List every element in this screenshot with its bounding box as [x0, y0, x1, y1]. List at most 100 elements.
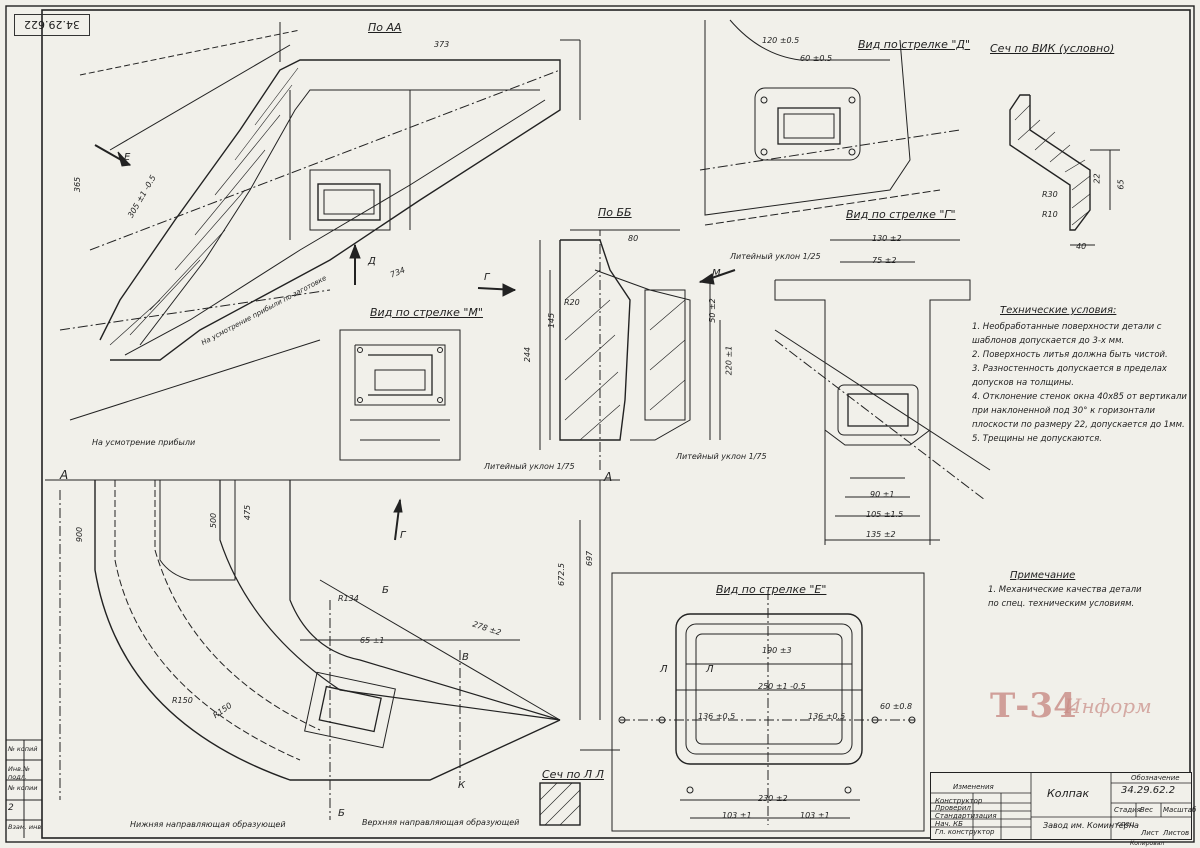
- view-g-title: Вид по стрелке "Г": [846, 208, 956, 221]
- dimension-label: 136 ±0.5: [698, 712, 736, 721]
- dimension-label: R134: [338, 594, 359, 603]
- left-column-cell: 2: [8, 803, 14, 813]
- watermark-logo: Т-34: [990, 686, 1077, 726]
- section-letter: Б: [382, 585, 389, 596]
- title-block-cell: Листов: [1163, 829, 1190, 837]
- left-column-cell: Взам. инв.: [8, 823, 44, 831]
- dimension-label: 22: [1092, 173, 1102, 184]
- dimension-label: 672.5: [556, 563, 566, 586]
- dimension-label: 60 ±0.8: [880, 702, 913, 711]
- dimension-label: 136 ±0.5: [808, 712, 846, 721]
- tech-item: плоскости по размеру 22, допускается до …: [972, 420, 1185, 430]
- arrow-letter: М: [712, 268, 721, 279]
- view-m-title: Вид по стрелке "М": [370, 306, 483, 319]
- left-column-cell: № копий: [8, 745, 38, 753]
- riser-note: На усмотрение прибыли: [92, 438, 196, 447]
- left-column-cell: Инв.№ подл.: [8, 765, 30, 781]
- dimension-label: 250 ±1 -0.5: [758, 682, 806, 691]
- dimension-label: R10: [1042, 210, 1058, 219]
- view-d-title: Вид по стрелке "Д": [858, 38, 971, 51]
- dimension-label: R150: [172, 696, 193, 705]
- dimension-label: 220 ±1: [724, 345, 734, 376]
- section-letter: В: [462, 652, 469, 663]
- title-block-cell: спец: [1117, 820, 1135, 828]
- section-letter: К: [458, 780, 466, 791]
- section-ll-title: Сеч по Л Л: [542, 768, 604, 781]
- dimension-label: 900: [75, 526, 85, 543]
- tech-item: 1. Необработанные поверхности детали с: [972, 322, 1162, 332]
- title-block-cell: Конструктор: [935, 797, 983, 805]
- dimension-label: R30: [1042, 190, 1058, 199]
- dimension-label: 500: [209, 512, 219, 529]
- section-letter: А: [604, 470, 613, 484]
- dimension-label: 50 ±2: [707, 298, 717, 323]
- draft-slope-note: Литейный уклон 1/75: [676, 452, 767, 461]
- tech-item: шаблонов допускается до 3-х мм.: [972, 336, 1125, 346]
- lower-guide-note: Нижняя направляющая образующей: [130, 820, 286, 829]
- plant-name: Завод им. Коминтерна: [1043, 821, 1139, 830]
- title-block-cell: Стандартизация: [935, 812, 997, 820]
- tech-item: 4. Отклонение стенок окна 40х85 от верти…: [972, 392, 1187, 402]
- dimension-label: 190 ±3: [762, 646, 792, 655]
- title-block-cell: Проверил: [935, 804, 971, 812]
- tech-item: при наклоненной под 30° к горизонтали: [972, 406, 1155, 416]
- dimension-label: 65 ±1: [360, 636, 385, 645]
- dimension-label: 103 ±1: [800, 811, 830, 820]
- dimension-label: 145: [547, 312, 557, 329]
- tech-item: 3. Разностенность допускается в пределах: [972, 364, 1167, 374]
- tech-conditions-title: Технические условия:: [1000, 305, 1117, 316]
- title-block-cell: Стадия: [1114, 806, 1141, 814]
- dimension-label: 365: [73, 176, 83, 193]
- arrow-letter: Г: [400, 530, 406, 541]
- section-aa-title: По АА: [368, 21, 402, 34]
- section-letter: А: [60, 468, 69, 482]
- dimension-label: 65: [1116, 179, 1126, 190]
- title-block-cell: Обозначение: [1131, 774, 1180, 782]
- section-letter: Л: [660, 664, 668, 675]
- tech-item: 5. Трещины не допускаются.: [972, 434, 1102, 444]
- section-letter: Б: [338, 808, 345, 819]
- remark-title: Примечание: [1010, 570, 1076, 581]
- draft-slope-note: Литейный уклон 1/25: [730, 252, 821, 261]
- arrow-letter: Д: [368, 256, 376, 267]
- dimension-label: 373: [434, 40, 450, 49]
- dimension-label: 697: [585, 550, 595, 567]
- draft-slope-note: Литейный уклон 1/75: [484, 462, 575, 471]
- left-column-cell: № копии: [8, 784, 38, 792]
- title-block-cell: Изменения: [953, 783, 994, 791]
- tech-item: 2. Поверхность литья должна быть чистой.: [972, 350, 1168, 360]
- dimension-label: 40: [1076, 242, 1087, 251]
- remark-item: 1. Механические качества детали: [988, 585, 1142, 595]
- dimension-label: 135 ±2: [866, 530, 896, 539]
- title-block: Конструктор Проверил Стандартизация Нач.…: [930, 772, 1196, 840]
- section-letter: Л: [706, 664, 714, 675]
- dimension-label: 475: [243, 504, 253, 521]
- title-block-cell: Вес: [1140, 806, 1153, 814]
- dimension-label: 120 ±0.5: [762, 36, 800, 45]
- title-block-cell: Масштаб: [1163, 806, 1197, 814]
- part-designation: 34.29.62.2: [1121, 785, 1176, 796]
- dimension-label: 105 ±1.5: [866, 510, 904, 519]
- dimension-label: 130 ±2: [872, 234, 902, 243]
- section-vik-title: Сеч по ВИК (условно): [990, 42, 1115, 55]
- dimension-label: 80: [628, 234, 639, 243]
- dimension-label: 60 ±0.5: [800, 54, 833, 63]
- dimension-label: R20: [564, 298, 580, 307]
- dimension-label: 230 ±2: [758, 794, 788, 803]
- watermark-sub: Информ: [1064, 694, 1152, 718]
- arrow-letter: Г: [484, 272, 490, 283]
- upper-guide-note: Верхняя направляющая образующей: [362, 818, 520, 827]
- remark-item: по спец. техническим условиям.: [988, 599, 1135, 609]
- section-bb-title: По ББ: [598, 206, 632, 219]
- dimension-label: 244: [523, 346, 533, 363]
- tech-item: допусков на толщины.: [972, 378, 1074, 388]
- title-block-cell: Нач. КБ: [935, 820, 963, 828]
- copied-by: Копировал: [1130, 840, 1165, 847]
- dimension-label: 75 ±2: [872, 256, 897, 265]
- view-e-title: Вид по стрелке "Е": [716, 583, 827, 596]
- drawing-number-stamp: 34.29.622: [14, 14, 90, 36]
- dimension-label: 103 ±1: [722, 811, 752, 820]
- arrow-letter: Е: [124, 152, 131, 163]
